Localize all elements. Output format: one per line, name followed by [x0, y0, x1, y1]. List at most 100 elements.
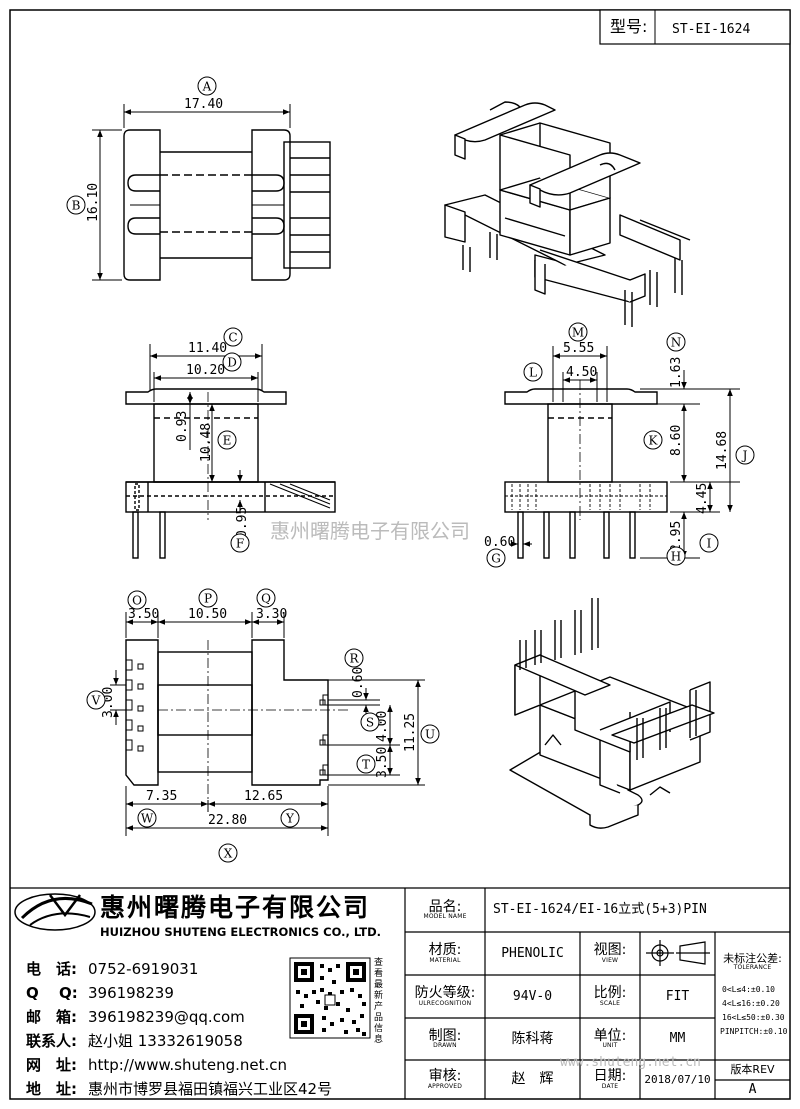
- tolerance-line-2: 4<L≤16:±0.20: [722, 999, 780, 1008]
- dim-J-value: 14.68: [715, 431, 730, 470]
- dim-M-value: 5.55: [563, 341, 594, 356]
- label-p-text: P: [204, 592, 212, 606]
- label-c-text: C: [228, 331, 237, 345]
- bottom-view-dims: [110, 612, 425, 836]
- approved-label-en: APPROVED: [427, 1082, 463, 1090]
- title-block-grid: [10, 887, 790, 1099]
- drawn-value: 陈科蒋: [511, 1030, 554, 1047]
- contact-value: 396198239: [88, 984, 174, 1002]
- label-b-text: B: [72, 199, 81, 213]
- label-v-text: V: [91, 694, 101, 708]
- front-view: [125, 388, 336, 559]
- dim-I-value: 4.45: [695, 483, 710, 514]
- company-name-cn: 惠州曙腾电子有限公司: [100, 892, 371, 922]
- contact-row: 网 址:http://www.shuteng.net.cn: [26, 1054, 287, 1075]
- drawn-label-cell: 制图: DRAWN: [405, 1018, 485, 1060]
- dim-B-value: 16.10: [86, 183, 101, 222]
- contact-key: 联系人:: [26, 1032, 77, 1050]
- label-d-text: D: [227, 356, 237, 370]
- label-e-text: E: [223, 434, 232, 448]
- contact-row: 联系人: 赵小姐 13332619058: [26, 1030, 243, 1051]
- dim-K-value: 8.60: [669, 425, 684, 456]
- label-h-text: H: [671, 550, 681, 564]
- approved-value: 赵 辉: [511, 1071, 554, 1088]
- label-w-text: W: [141, 812, 154, 826]
- scale-label: 比例:: [593, 985, 627, 1001]
- model-header-label: 型号:: [610, 17, 647, 36]
- contact-value: 惠州市博罗县福田镇福兴工业区42号: [88, 1080, 333, 1098]
- dim-L-value: 4.50: [566, 365, 597, 380]
- label-s: S: [360, 712, 380, 732]
- dim-093-value: 0.93: [175, 411, 190, 442]
- label-i-text: I: [707, 537, 712, 551]
- company-logo: [14, 893, 96, 931]
- top-view: [123, 129, 331, 281]
- contact-key: 地 址:: [26, 1080, 77, 1098]
- label-o: O: [127, 590, 147, 610]
- scale-label-cell: 比例: SCALE: [580, 975, 640, 1018]
- contact-key: 网 址:: [26, 1056, 77, 1074]
- qr-caption: 查看最新产品信息: [374, 958, 384, 1045]
- label-w: W: [137, 808, 157, 828]
- dim-R-value: 0.60: [351, 667, 366, 698]
- dim-F-value: 0.95: [235, 507, 250, 538]
- dim-U-value: 11.25: [403, 713, 418, 752]
- dim-V-value: 3.00: [101, 687, 116, 718]
- contact-value: 0752-6919031: [88, 960, 199, 978]
- side-view-dims: [510, 346, 740, 559]
- label-m-text: M: [572, 326, 584, 340]
- contact-value: 赵小姐 13332619058: [88, 1032, 243, 1050]
- isometric-bottom-view: [509, 598, 715, 829]
- dim-D-value: 10.20: [186, 363, 225, 378]
- date-label-en: DATE: [601, 1082, 619, 1090]
- label-h: H: [666, 546, 686, 566]
- front-view-dims: [149, 344, 263, 512]
- label-i: I: [699, 533, 719, 553]
- label-l-text: L: [529, 366, 537, 380]
- dim-Q-value: 3.30: [256, 607, 287, 622]
- label-m: M: [568, 322, 588, 342]
- label-r-text: R: [349, 652, 359, 666]
- label-c: C: [223, 327, 243, 347]
- material-label: 材质:: [428, 942, 462, 958]
- dim-P-value: 10.50: [188, 607, 227, 622]
- contact-row: 邮 箱:396198239@qq.com: [26, 1006, 245, 1027]
- label-k-text: K: [649, 434, 659, 448]
- label-f-text: F: [236, 537, 244, 551]
- isometric-top-view: [444, 101, 691, 327]
- label-r: R: [344, 648, 364, 668]
- drawn-label: 制图:: [428, 1027, 462, 1044]
- label-n-text: N: [671, 336, 682, 350]
- unit-label: 单位:: [593, 1027, 627, 1044]
- contact-row: 地 址: 惠州市博罗县福田镇福兴工业区42号: [26, 1078, 332, 1099]
- dim-C-value: 11.40: [188, 341, 227, 356]
- dim-H-value: 2.95: [669, 521, 684, 552]
- unit-value: MM: [669, 1031, 686, 1047]
- model-header-value: ST-EI-1624: [672, 22, 750, 37]
- approved-label: 审核:: [428, 1068, 462, 1084]
- label-k: K: [643, 430, 663, 450]
- rev-value: A: [748, 1081, 757, 1097]
- material-label-cell: 材质: MATERIAL: [405, 932, 485, 975]
- label-v: V: [86, 690, 106, 710]
- watermark-url: www.shuteng.net.cn: [560, 1055, 701, 1070]
- contact-key: Q Q:: [26, 984, 78, 1002]
- label-j: J: [735, 445, 755, 465]
- label-q: Q: [256, 588, 276, 608]
- drawn-label-en: DRAWN: [433, 1042, 457, 1050]
- watermark-text: 惠州曙腾电子有限公司: [270, 519, 470, 543]
- flame-label-en: ULRECOGNITION: [418, 999, 472, 1007]
- dim-T-value: 3.50: [375, 747, 390, 778]
- tolerance-line-1: 0<L≤4:±0.10: [722, 985, 775, 994]
- tolerance-label: 未标注公差:: [723, 952, 782, 966]
- model-name-value: ST-EI-1624/EI-16立式(5+3)PIN: [493, 902, 707, 918]
- dim-Y-value: 12.65: [244, 789, 283, 804]
- label-a-text: A: [202, 80, 212, 94]
- dim-G-value: 0.60: [484, 535, 515, 550]
- dim-A-value: 17.40: [184, 97, 223, 112]
- contact-key: 电 话:: [26, 960, 77, 978]
- label-g-text: G: [491, 552, 501, 566]
